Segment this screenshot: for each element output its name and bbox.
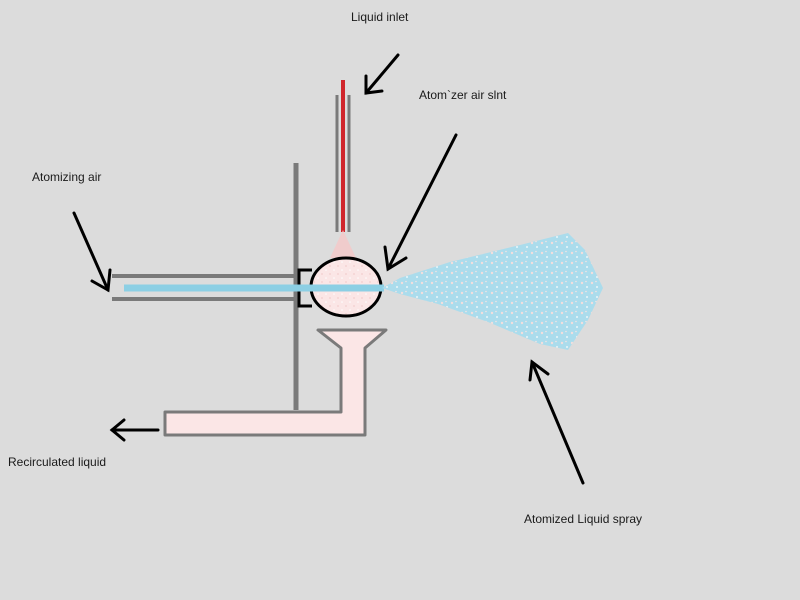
label-atomized-liquid-spray: Atomized Liquid spray <box>524 512 643 526</box>
recirculation-pipe <box>163 328 388 437</box>
arrow-atomizing-air <box>72 211 112 293</box>
atomized-spray-cone <box>382 233 603 350</box>
arrow-liquid-inlet <box>364 53 400 95</box>
label-atomizer-air-slot: Atom`zer air slnt <box>419 88 507 102</box>
liquid-drip <box>330 230 356 258</box>
label-atomizing-air: Atomizing air <box>32 170 102 184</box>
arrow-air-slot <box>383 133 458 272</box>
label-recirculated-liquid: Recirculated liquid <box>8 455 107 469</box>
arrow-atomized-spray <box>528 359 585 485</box>
arrow-recirculated-liquid <box>109 418 160 442</box>
label-liquid-inlet: Liquid inlet <box>351 10 409 24</box>
